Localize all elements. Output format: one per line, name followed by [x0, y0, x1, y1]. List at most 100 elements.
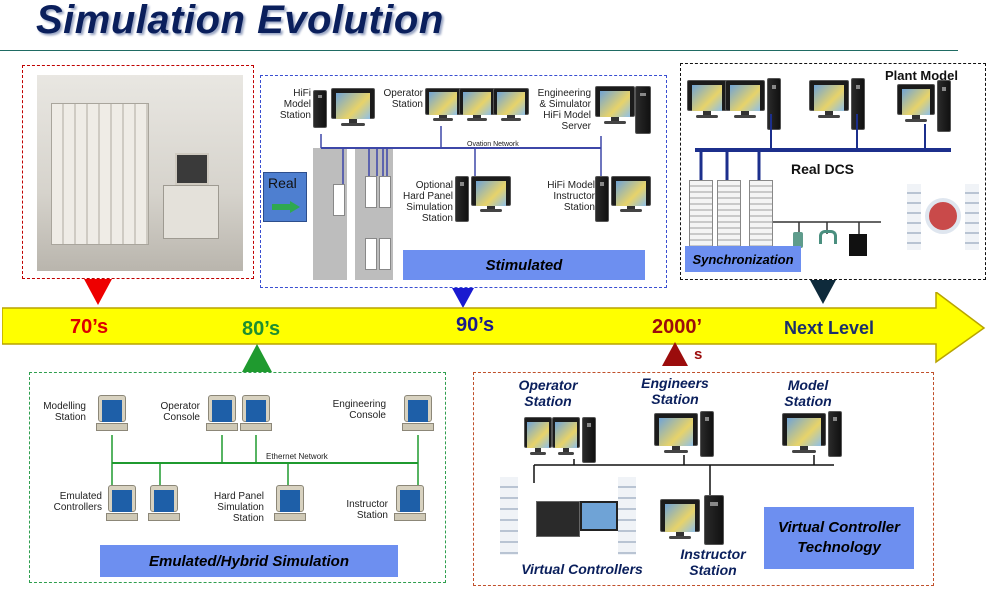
computer-icon — [897, 84, 935, 124]
decade-70s-label: 70’s — [70, 316, 109, 338]
decade-2000s-label: 2000’ — [652, 316, 703, 338]
crt-computer-icon — [274, 485, 306, 523]
hard-panel-station-label: Hard Panel Simulation Station — [213, 491, 264, 524]
sensor-icon — [819, 230, 837, 244]
modelling-station-label: Modelling Station — [43, 401, 86, 423]
tower-icon — [595, 176, 609, 222]
crt-computer-icon — [240, 395, 272, 433]
computer-icon — [809, 80, 849, 120]
tower-icon — [313, 90, 327, 128]
era-80s-marker — [242, 344, 272, 372]
era-2000s-marker — [662, 342, 688, 366]
computer-icon — [654, 413, 698, 455]
decade-80s-label: 80’s — [242, 318, 281, 340]
terminal-screen — [175, 153, 209, 185]
io-card — [379, 238, 391, 270]
computer-icon — [611, 176, 651, 214]
model-station-label: Model Station — [784, 377, 832, 409]
era-2000s-box: Operator Station Engineers Station Model… — [473, 372, 934, 586]
virtual-controller-technology-label: Virtual Controller Technology — [764, 507, 914, 569]
computer-icon — [595, 86, 635, 126]
timeline-arrow — [2, 292, 986, 364]
hard-panel-station-label: Optional Hard Panel Simulation Station — [402, 180, 453, 224]
next-level-box: Plant Model Real DCS Synchronization — [680, 63, 986, 280]
operator-console-label: Operator Console — [160, 401, 200, 423]
tower-icon — [635, 86, 651, 134]
stimulated-label: Stimulated — [403, 250, 645, 280]
instructor-station-label: Instructor Station — [346, 499, 388, 521]
engineering-server-label: Engineering & Simulator HiFi Model Serve… — [537, 88, 591, 132]
controller-cabinet — [749, 180, 773, 248]
ovation-network-lines — [320, 126, 602, 184]
operator-station-label: Operator Station — [383, 88, 423, 110]
mainframe-cabinet — [51, 103, 149, 245]
crt-computer-icon — [402, 395, 434, 433]
real-label: Real — [268, 175, 297, 191]
era-90s-box: Real Ovation Network HiFi Model Station … — [260, 75, 667, 288]
ovation-network-label: Ovation Network — [467, 141, 519, 148]
tank-icon — [849, 234, 867, 256]
tower-icon — [828, 411, 842, 457]
era-80s-box: Modelling Station Operator Console Engin… — [29, 372, 446, 583]
valve-icon — [793, 232, 803, 248]
plant-model-label: Plant Model — [885, 68, 958, 83]
real-panel: Real — [263, 172, 307, 222]
title-rule — [0, 50, 958, 51]
synchronization-label: Synchronization — [685, 246, 801, 272]
engineers-station-label: Engineers Station — [641, 375, 709, 407]
crt-computer-icon — [206, 395, 238, 433]
era-70s-marker — [84, 279, 112, 305]
computer-icon — [524, 417, 552, 457]
decade-90s-label: 90’s — [456, 314, 495, 336]
crt-computer-icon — [106, 485, 138, 523]
next-level-label: Next Level — [784, 318, 875, 338]
virtual-network-lines — [533, 455, 834, 495]
terminal-desk — [163, 185, 219, 239]
computer-icon — [493, 88, 529, 122]
computer-icon — [471, 176, 511, 214]
io-card — [333, 184, 345, 216]
era-70s-box — [22, 65, 254, 279]
computer-icon — [725, 80, 765, 120]
computer-icon — [459, 88, 495, 122]
instructor-station-label: Instructor Station — [680, 546, 746, 578]
engineering-console-label: Engineering Console — [332, 399, 386, 421]
emulated-controllers-label: Emulated Controllers — [53, 491, 102, 513]
tower-icon — [704, 495, 724, 545]
crt-computer-icon — [148, 485, 180, 523]
decade-2000s-suffix: s — [694, 346, 703, 363]
io-card — [365, 238, 377, 270]
simulated-plant-cluster — [907, 174, 979, 260]
page-title: Simulation Evolution — [36, 0, 444, 42]
tower-icon — [937, 80, 951, 132]
real-dcs-label: Real DCS — [791, 161, 855, 177]
dcs-network-lines — [695, 114, 951, 234]
computer-icon — [687, 80, 727, 120]
right-arrow-icon — [272, 201, 300, 213]
tower-icon — [455, 176, 469, 222]
crt-computer-icon — [96, 395, 128, 433]
io-card — [365, 176, 377, 208]
computer-icon — [660, 499, 700, 541]
computer-icon — [782, 413, 826, 455]
next-level-marker — [810, 280, 836, 304]
ethernet-network-lines — [111, 435, 419, 485]
ethernet-network-label: Ethernet Network — [266, 452, 328, 461]
computer-icon — [552, 417, 580, 457]
virtual-controllers-label: Virtual Controllers — [521, 561, 643, 577]
emulated-hybrid-label: Emulated/Hybrid Simulation — [100, 545, 398, 577]
hifi-model-station-label: HiFi Model Station — [279, 88, 311, 121]
tower-icon — [582, 417, 596, 463]
computer-icon — [331, 88, 375, 128]
computer-icon — [425, 88, 461, 122]
tower-icon — [700, 411, 714, 457]
era-90s-marker — [452, 288, 474, 308]
mainframe-photo — [37, 75, 243, 271]
operator-station-label: Operator Station — [518, 377, 578, 409]
virtual-controllers-cluster — [500, 477, 636, 555]
instructor-station-label: HiFi Model Instructor Station — [547, 180, 595, 213]
controller-cabinet — [717, 180, 741, 248]
crt-computer-icon — [394, 485, 426, 523]
controller-cabinet — [689, 180, 713, 248]
io-card — [379, 176, 391, 208]
